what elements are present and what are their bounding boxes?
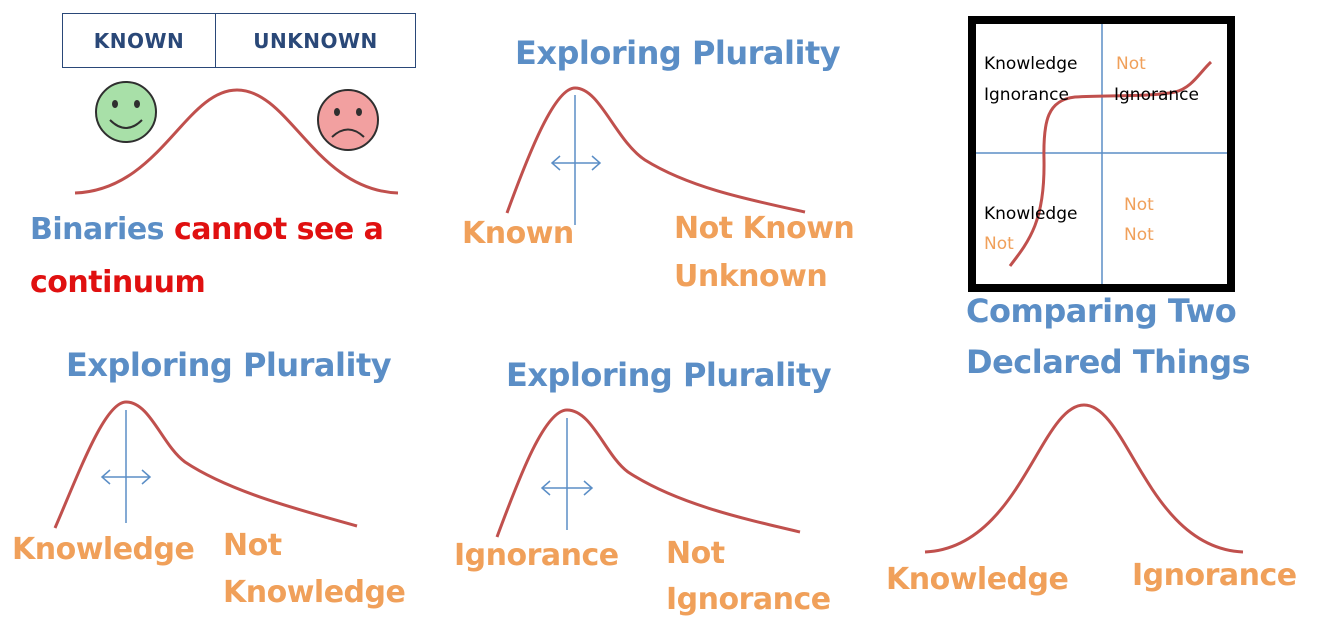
quadrant-bl-line2: Not: [984, 234, 1014, 254]
panel-knowledge-right-label-2: Knowledge: [223, 575, 406, 610]
double-arrow-icon: [550, 155, 602, 171]
double-arrow-icon: [100, 469, 152, 485]
binaries-word: Binaries: [30, 212, 165, 247]
s-curve: [1008, 60, 1213, 267]
panel-knowledge-left-label: Knowledge: [12, 532, 195, 567]
panel-compare-right-label: Ignorance: [1132, 558, 1297, 593]
happy-face-icon: [95, 81, 157, 143]
skewed-curve-known: [505, 86, 806, 214]
binaries-caption-line1: Binaries cannot see a: [30, 212, 384, 247]
panel-knowledge-right-label-1: Not: [223, 528, 282, 563]
panel-compare-title-1: Comparing Two: [966, 292, 1237, 330]
panel-known-title: Exploring Plurality: [515, 34, 841, 72]
unknown-cell: UNKNOWN: [253, 28, 378, 53]
known-unknown-box: KNOWN UNKNOWN: [62, 13, 416, 68]
bell-curve-binaries: [74, 88, 399, 195]
panel-ignorance-right-label-1: Not: [666, 536, 725, 571]
quadrant-br-line2: Not: [1124, 225, 1154, 245]
sad-face-icon: [317, 89, 379, 151]
panel-ignorance-left-label: Ignorance: [454, 538, 619, 573]
panel-known-right-label-1: Not Known: [674, 211, 855, 246]
panel-knowledge-title: Exploring Plurality: [66, 346, 392, 384]
quadrant-tl-line2: Ignorance: [984, 85, 1069, 105]
cannot-see-phrase: cannot see a: [174, 212, 384, 247]
bell-curve-compare: [924, 403, 1244, 554]
panel-compare-title-2: Declared Things: [966, 343, 1251, 381]
skewed-curve-knowledge: [53, 400, 358, 529]
binaries-caption-line2: continuum: [30, 265, 206, 300]
quadrant-bl-line1: Knowledge: [984, 204, 1078, 224]
double-arrow-icon: [540, 480, 594, 496]
panel-ignorance-title: Exploring Plurality: [506, 356, 832, 394]
quadrant-tl-line1: Knowledge: [984, 54, 1078, 74]
quadrant-tr-line2: Ignorance: [1114, 85, 1199, 105]
panel-ignorance-right-label-2: Ignorance: [666, 582, 831, 617]
quadrant-tr-line1: Not: [1116, 54, 1146, 74]
known-cell: KNOWN: [63, 14, 216, 67]
panel-known-right-label-2: Unknown: [674, 259, 828, 294]
panel-compare-left-label: Knowledge: [886, 562, 1069, 597]
panel-known-left-label: Known: [462, 216, 574, 251]
quadrant-br-line1: Not: [1124, 195, 1154, 215]
skewed-curve-ignorance: [495, 408, 801, 538]
